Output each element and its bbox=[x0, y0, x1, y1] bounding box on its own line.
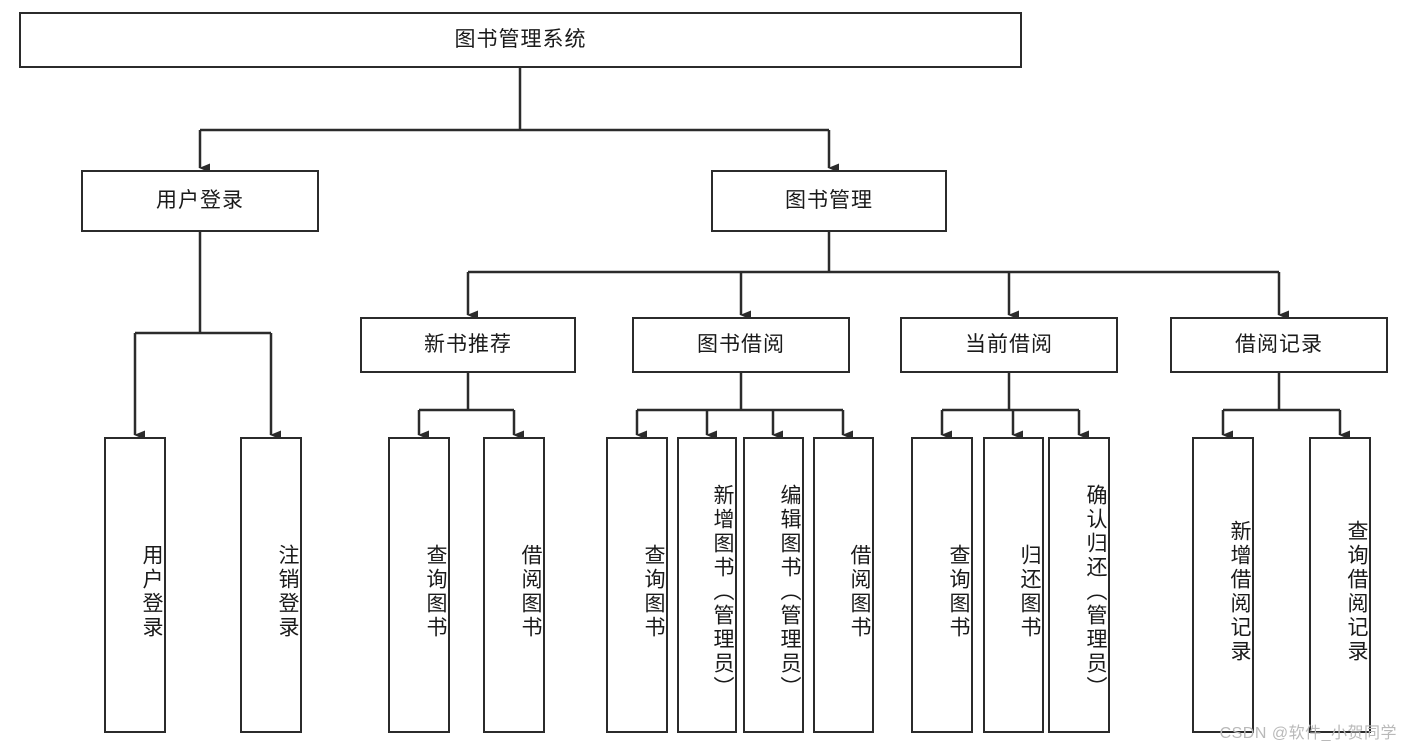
node-user-login[interactable]: 用户登录 bbox=[81, 170, 319, 232]
node-borrow-record-label: 借阅记录 bbox=[1235, 333, 1323, 357]
leaf-add-borrow-record[interactable]: 新增借阅记录 bbox=[1192, 437, 1254, 733]
node-book-management-label: 图书管理 bbox=[785, 189, 873, 213]
watermark: CSDN @软件_小贺同学 bbox=[1219, 725, 1397, 742]
node-root-label: 图书管理系统 bbox=[454, 28, 587, 52]
leaf-label: 查询图书 bbox=[947, 544, 970, 640]
leaf-label: 查询图书 bbox=[424, 544, 447, 640]
node-book-borrow[interactable]: 图书借阅 bbox=[632, 317, 850, 373]
leaf-label: 确认归还（管理员） bbox=[1084, 484, 1107, 700]
leaf-query-book-newbook[interactable]: 查询图书 bbox=[388, 437, 450, 733]
leaf-label: 借阅图书 bbox=[848, 544, 871, 640]
leaf-query-book-borrow[interactable]: 查询图书 bbox=[606, 437, 668, 733]
leaf-label: 新增借阅记录 bbox=[1228, 520, 1251, 664]
node-user-login-label: 用户登录 bbox=[156, 189, 244, 213]
node-current-borrow-label: 当前借阅 bbox=[965, 333, 1053, 357]
leaf-return-book[interactable]: 归还图书 bbox=[983, 437, 1044, 733]
node-book-management[interactable]: 图书管理 bbox=[711, 170, 947, 232]
node-borrow-record[interactable]: 借阅记录 bbox=[1170, 317, 1388, 373]
leaf-label: 归还图书 bbox=[1018, 544, 1041, 640]
leaf-label: 用户登录 bbox=[140, 544, 163, 640]
leaf-confirm-return-admin[interactable]: 确认归还（管理员） bbox=[1048, 437, 1110, 733]
node-new-book-recommend[interactable]: 新书推荐 bbox=[360, 317, 576, 373]
leaf-label: 注销登录 bbox=[276, 544, 299, 640]
leaf-borrow-book-newbook[interactable]: 借阅图书 bbox=[483, 437, 545, 733]
leaf-label: 借阅图书 bbox=[519, 544, 542, 640]
leaf-query-borrow-record[interactable]: 查询借阅记录 bbox=[1309, 437, 1371, 733]
leaf-label: 查询图书 bbox=[642, 544, 665, 640]
node-new-book-recommend-label: 新书推荐 bbox=[424, 333, 512, 357]
node-current-borrow[interactable]: 当前借阅 bbox=[900, 317, 1118, 373]
leaf-add-book-admin[interactable]: 新增图书（管理员） bbox=[677, 437, 737, 733]
leaf-label: 编辑图书（管理员） bbox=[778, 484, 801, 700]
leaf-borrow-book[interactable]: 借阅图书 bbox=[813, 437, 874, 733]
leaf-query-book-current[interactable]: 查询图书 bbox=[911, 437, 973, 733]
node-root[interactable]: 图书管理系统 bbox=[19, 12, 1022, 68]
leaf-edit-book-admin[interactable]: 编辑图书（管理员） bbox=[743, 437, 804, 733]
leaf-label: 新增图书（管理员） bbox=[711, 484, 734, 700]
node-book-borrow-label: 图书借阅 bbox=[697, 333, 785, 357]
leaf-logout[interactable]: 注销登录 bbox=[240, 437, 302, 733]
leaf-label: 查询借阅记录 bbox=[1345, 520, 1368, 664]
leaf-user-login[interactable]: 用户登录 bbox=[104, 437, 166, 733]
